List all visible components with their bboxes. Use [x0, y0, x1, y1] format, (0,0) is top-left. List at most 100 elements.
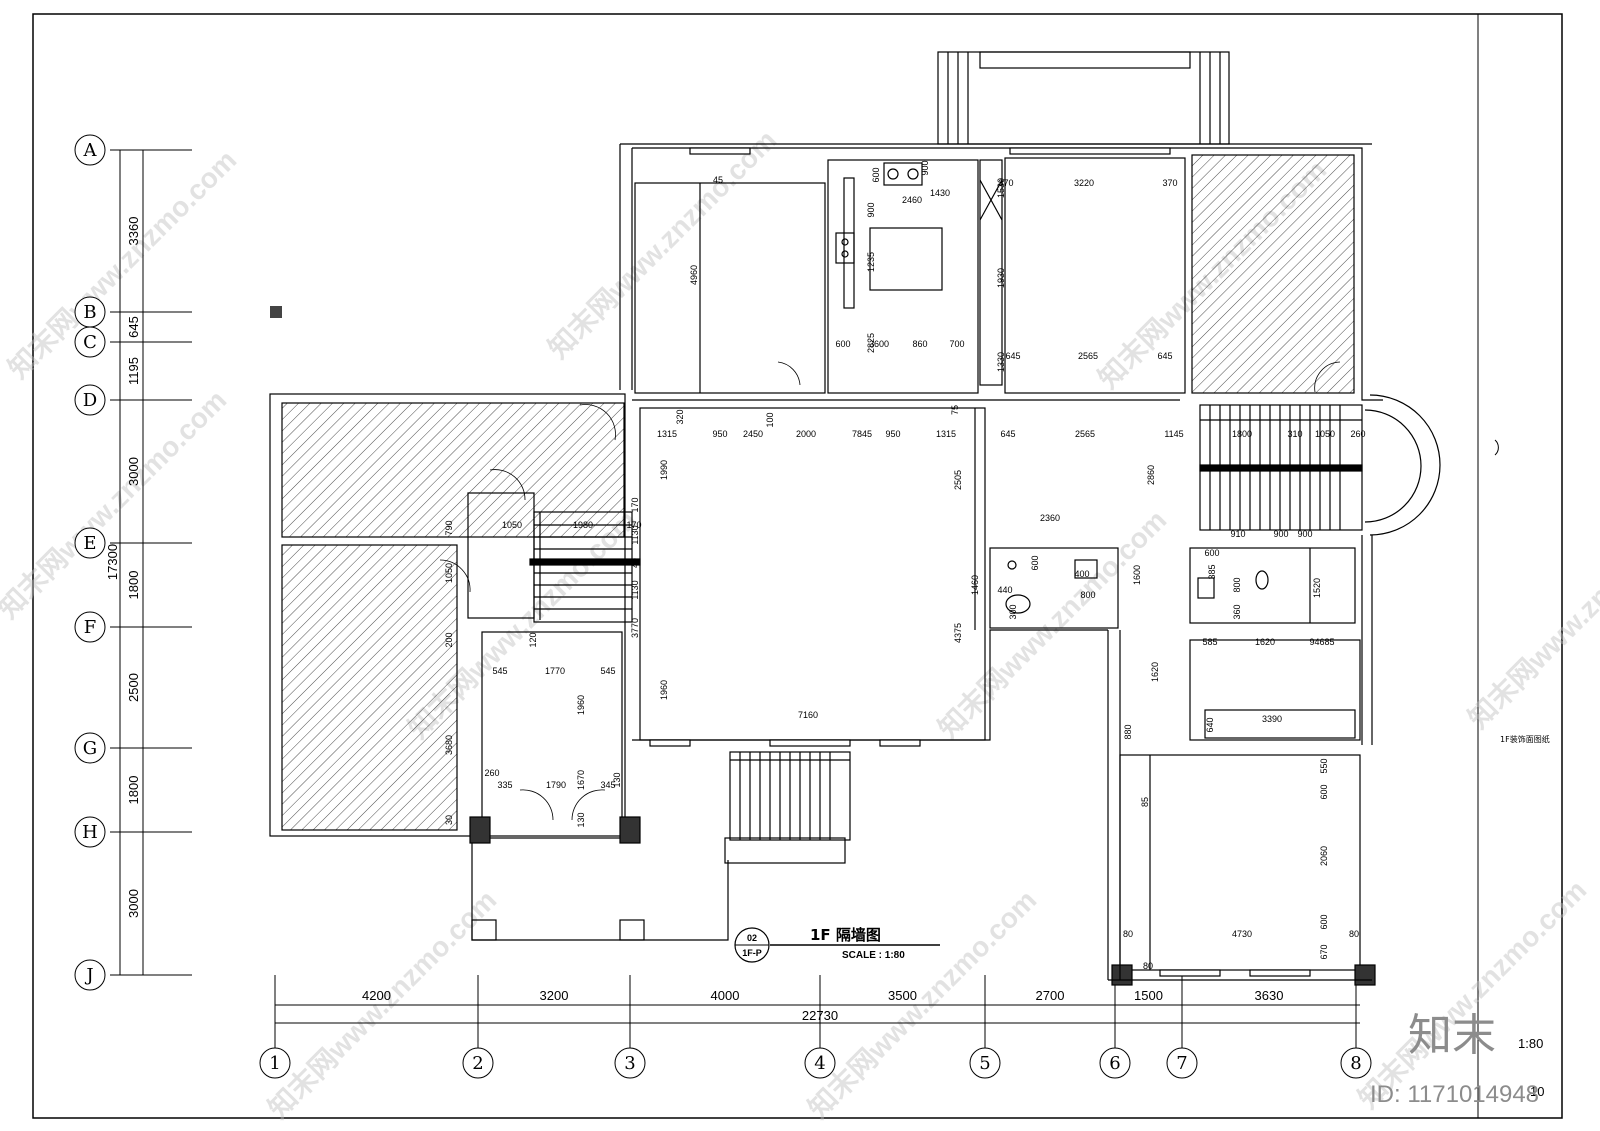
- east-bedroom: [1189, 639, 1361, 741]
- dim-label: 4375: [953, 623, 963, 643]
- dim-label: 2360: [1040, 513, 1060, 523]
- dim-label: 550: [1319, 758, 1329, 773]
- col-axis-label: 4: [814, 1053, 825, 1074]
- dim-label: 910: [1230, 529, 1245, 539]
- dim-label: 120: [528, 632, 538, 647]
- dim-label: 1330: [996, 352, 1006, 372]
- col-axis-bubble: [462, 1047, 494, 1079]
- dim-label: 2565: [1075, 429, 1095, 439]
- row-spacing-dim: 1800: [126, 571, 141, 600]
- row-axis-bubble: [74, 732, 106, 764]
- dim-label: 790: [444, 520, 454, 535]
- row-axis-bubble: [74, 134, 106, 166]
- col-axis-label: 7: [1176, 1053, 1187, 1074]
- dim-label: 1960: [576, 695, 586, 715]
- dim-label: 40: [630, 558, 640, 568]
- dim-label: 585: [1202, 637, 1217, 647]
- dim-label: 80: [1123, 929, 1133, 939]
- bathroom: [1189, 547, 1356, 624]
- dim-label: 4730: [1232, 929, 1252, 939]
- dim-label: 360: [1232, 604, 1242, 619]
- sheet-number: 10: [1530, 1084, 1544, 1099]
- dim-label: 2825: [866, 333, 876, 353]
- master-bedroom: [1004, 157, 1186, 394]
- hatched-zone-w2: [281, 544, 458, 831]
- dim-label: 3680: [444, 735, 454, 755]
- dim-label: 80: [1143, 961, 1153, 971]
- dim-label: 1800: [1232, 429, 1252, 439]
- row-axis-bubble: [74, 527, 106, 559]
- col-spacing-dim: 3200: [540, 988, 569, 1003]
- row-spacing-dim: 3000: [126, 889, 141, 918]
- row-spacing-dim: 1800: [126, 776, 141, 805]
- dim-label: 1460: [970, 575, 980, 595]
- detail-sheet: 1F-P: [742, 948, 762, 958]
- col-axis-bubble: [1166, 1047, 1198, 1079]
- dim-label: 1620: [1255, 637, 1275, 647]
- col-axis-bubble: [804, 1047, 836, 1079]
- sheet-border: [32, 13, 1563, 1119]
- dim-label: 200: [444, 632, 454, 647]
- watermark-text: 知末网www.znzmo.com: [802, 883, 1043, 1124]
- kitchen: [827, 159, 979, 394]
- row-spacing-dim: 2500: [126, 673, 141, 702]
- col-axis-label: 5: [979, 1053, 990, 1074]
- dim-label: 1235: [866, 252, 876, 272]
- row-axis-bubble: [74, 816, 106, 848]
- dim-label: 260: [484, 768, 499, 778]
- col-axis-label: 2: [472, 1053, 483, 1074]
- dim-label: 600: [1319, 784, 1329, 799]
- detail-number: 02: [747, 933, 757, 943]
- dim-label: 2450: [743, 429, 763, 439]
- dim-label: 1050: [502, 520, 522, 530]
- title-block-scale: 1:80: [1518, 1036, 1543, 1051]
- plan-dimensions: 45 4960 600 900 1430 2460 900 1235 3600 …: [444, 160, 1366, 971]
- front-steps: [724, 751, 851, 864]
- watermark-text: 知末网www.znzmo.com: [2, 143, 243, 384]
- col-axis-label: 1: [269, 1053, 280, 1074]
- north-porch: [937, 51, 1230, 145]
- row-total-dim: 17300: [105, 544, 120, 580]
- dim-label: 75: [950, 405, 960, 415]
- col-axis-label: 6: [1109, 1053, 1120, 1074]
- dim-label: 30: [444, 815, 454, 825]
- dim-label: 2000: [796, 429, 816, 439]
- dim-label: 385: [1207, 564, 1217, 579]
- hatched-zone-ne: [1191, 154, 1355, 394]
- col-spacing-dim: 2700: [1036, 988, 1065, 1003]
- brand-watermark: 知末: [1408, 1010, 1496, 1061]
- col-spacing-dim: 1500: [1134, 988, 1163, 1003]
- col-axis-label: 8: [1350, 1053, 1361, 1074]
- dim-label: 1315: [936, 429, 956, 439]
- dim-label: 700: [949, 339, 964, 349]
- dim-label: 310: [1287, 429, 1302, 439]
- dim-label: 1960: [659, 680, 669, 700]
- dim-label: 645: [1000, 429, 1015, 439]
- building-plan: [269, 51, 1441, 986]
- dim-label: 100: [765, 412, 775, 427]
- col-axis-bubble: [969, 1047, 1001, 1079]
- dim-label: 170: [630, 497, 640, 512]
- dim-label: 1930: [996, 268, 1006, 288]
- dim-label: 335: [497, 780, 512, 790]
- row-axis-bubble: [74, 611, 106, 643]
- row-spacing-dim: 3360: [126, 217, 141, 246]
- row-axis-label: J: [84, 965, 93, 986]
- dim-label: 645: [1005, 351, 1020, 361]
- row-spacing-dim: 1195: [126, 357, 141, 385]
- dim-label: 800: [1080, 590, 1095, 600]
- dim-label: 1145: [1164, 429, 1183, 439]
- dim-label: 640: [1205, 717, 1215, 732]
- dim-label: 600: [835, 339, 850, 349]
- dim-label: 880: [1123, 724, 1133, 739]
- dim-label: 670: [1319, 944, 1329, 959]
- dim-label: 600: [1204, 548, 1219, 558]
- row-axis-label: C: [83, 332, 97, 353]
- row-axis-label: A: [83, 140, 98, 161]
- drawing-title: 02 1F-P 1F 隔墙图 SCALE : 1:80: [734, 926, 940, 963]
- dim-label: 1050: [444, 563, 454, 583]
- dim-label: 370: [998, 178, 1013, 188]
- dim-label: 1670: [576, 770, 586, 790]
- col-spacing-dim: 4200: [362, 988, 391, 1003]
